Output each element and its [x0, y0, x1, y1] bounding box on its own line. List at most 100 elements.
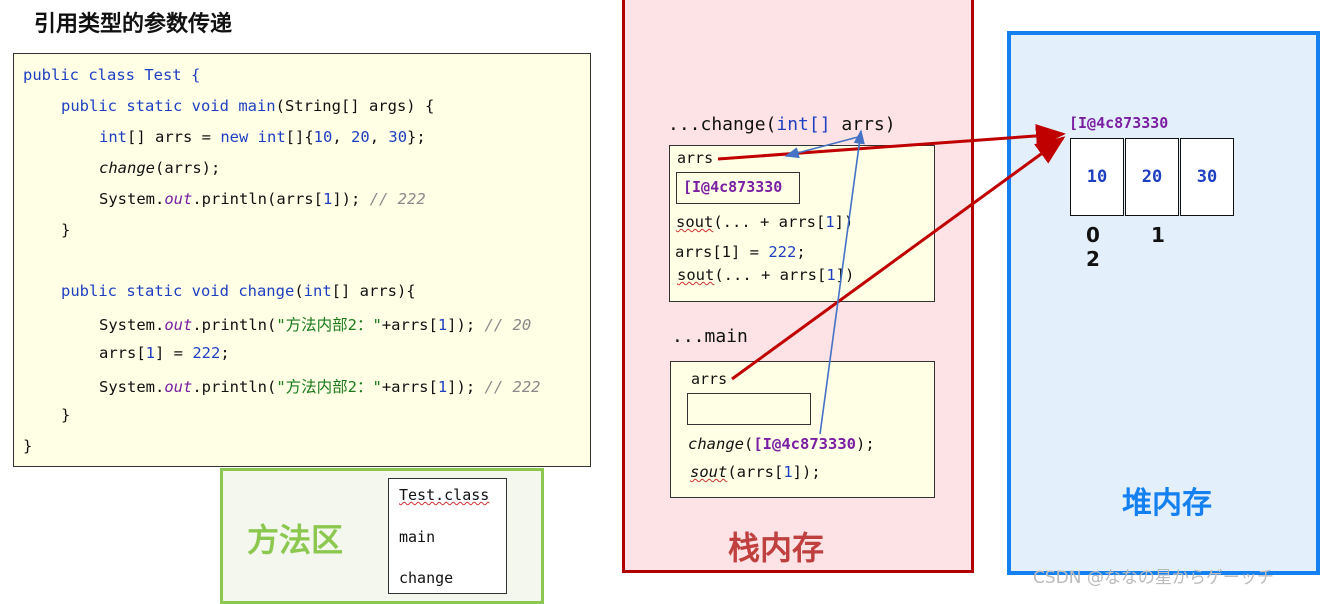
heap-array-cell: 10 [1070, 138, 1124, 216]
heap-array-addr: [I@4c873330 [1069, 114, 1169, 132]
code-panel: public class Test { public static void m… [13, 53, 591, 467]
change-frame-ref-box [676, 172, 800, 204]
text: [] arrs = [127, 128, 221, 146]
text: (arrs[ [727, 463, 784, 481]
text: sout [690, 463, 728, 481]
text: }; [407, 128, 426, 146]
number: 222 [192, 344, 221, 362]
code-line-close1: } [61, 221, 71, 239]
params: (String[] args) { [275, 97, 435, 115]
number: 1 [825, 213, 835, 231]
field: out [164, 316, 193, 334]
heap-array-cell: 30 [1180, 138, 1234, 216]
text: [] arrs){ [331, 282, 416, 300]
heap-array: 10 20 30 [1070, 138, 1238, 216]
method-name: main [238, 97, 276, 115]
heap-memory-title: 堆内存 [1122, 486, 1212, 521]
number: 30 [388, 128, 408, 146]
keyword: new [220, 128, 249, 146]
main-frame [670, 361, 935, 498]
change-frame-line2: arrs[1] = 222; [675, 243, 806, 261]
comment: // 222 [484, 378, 541, 396]
class-item-test: Test.class [399, 486, 490, 504]
type: int [303, 282, 332, 300]
fn-name: change [99, 159, 155, 177]
text: System. [99, 190, 165, 208]
number: 10 [313, 128, 333, 146]
text: ]); [447, 316, 485, 334]
code-line-arr-decl: int[] arrs = new int[]{10, 20, 30}; [99, 128, 426, 146]
string: "方法内部2：" [276, 316, 382, 334]
class-item-change: change [399, 569, 454, 587]
text: ] = [155, 344, 193, 362]
text: System. [99, 378, 165, 396]
code-line-call: change(arrs); [99, 159, 220, 177]
main-frame-call: change([I@4c873330); [688, 435, 875, 453]
text: ( [294, 282, 304, 300]
diagram-title: 引用类型的参数传递 [34, 12, 233, 37]
heap-index-1: 1 [1151, 223, 1165, 247]
text: ( [744, 435, 754, 453]
number: 1 [145, 344, 156, 362]
comment: // 20 [484, 316, 532, 334]
arrow-main-to-heap [731, 136, 1066, 381]
main-frame-header: ...main [672, 326, 748, 347]
method-area-title: 方法区 [247, 521, 344, 559]
change-frame-line3: sout(... + arrs[1]) [677, 266, 854, 284]
number: 1 [437, 316, 448, 334]
code-line-class: public class Test { [23, 66, 200, 84]
code-line-change-decl: public static void change(int[] arrs){ [61, 282, 416, 300]
number: 1 [826, 266, 836, 284]
modifiers: public static void [61, 282, 239, 300]
field: out [164, 378, 193, 396]
number: 1 [783, 463, 793, 481]
heap-index-0: 0 [1086, 223, 1100, 247]
address: [I@4c873330 [753, 435, 856, 453]
heap-memory [1007, 31, 1320, 575]
number: 1 [437, 378, 448, 396]
code-line-print2: System.out.println("方法内部2："+arrs[1]); //… [99, 313, 531, 335]
code-line-assign: arrs[1] = 222; [99, 344, 230, 362]
text: .println(arrs[ [192, 190, 323, 208]
type: int[] [776, 114, 831, 135]
change-frame-line1: sout(... + arrs[1]) [676, 213, 853, 231]
code-line-close2: } [61, 406, 71, 424]
comment: // 222 [369, 190, 426, 208]
code-line-print3: System.out.println("方法内部2："+arrs[1]); //… [99, 375, 541, 397]
number: 20 [351, 128, 370, 146]
text: .println( [192, 378, 277, 396]
code-line-close3: } [23, 437, 33, 455]
arrow-change-to-heap [717, 123, 1066, 161]
text: .println( [192, 316, 277, 334]
watermark: CSDN @ななの星からゲーッチ [1033, 568, 1274, 588]
text: sout [677, 266, 715, 284]
class-declaration: public class Test { [23, 66, 201, 84]
heap-array-cell: 20 [1125, 138, 1179, 216]
text: sout [676, 213, 714, 231]
number: 222 [768, 243, 797, 261]
text: (arrs); [155, 159, 221, 177]
text: ...change( [668, 114, 777, 135]
fn-name: change [688, 435, 744, 453]
text: System. [99, 316, 165, 334]
modifiers: public static void [61, 97, 239, 115]
stack-memory-title: 栈内存 [728, 529, 825, 567]
method-name: change [238, 282, 295, 300]
text: +arrs[ [381, 378, 438, 396]
text: (... + arrs[ [714, 266, 827, 284]
class-item-main: main [399, 528, 436, 546]
class-box: Test.class main change [388, 478, 507, 594]
text: , [369, 128, 389, 146]
text: []{ [285, 128, 314, 146]
main-frame-var: arrs [691, 370, 728, 388]
type: int [257, 128, 286, 146]
type: int [99, 128, 127, 146]
text: , [332, 128, 352, 146]
code-line-main-decl: public static void main(String[] args) { [61, 97, 434, 115]
field: out [164, 190, 193, 208]
text: ); [856, 435, 875, 453]
main-frame-ref-box [687, 393, 811, 425]
text: ; [220, 344, 230, 362]
change-frame-header: ...change(int[] arrs) [668, 114, 896, 135]
